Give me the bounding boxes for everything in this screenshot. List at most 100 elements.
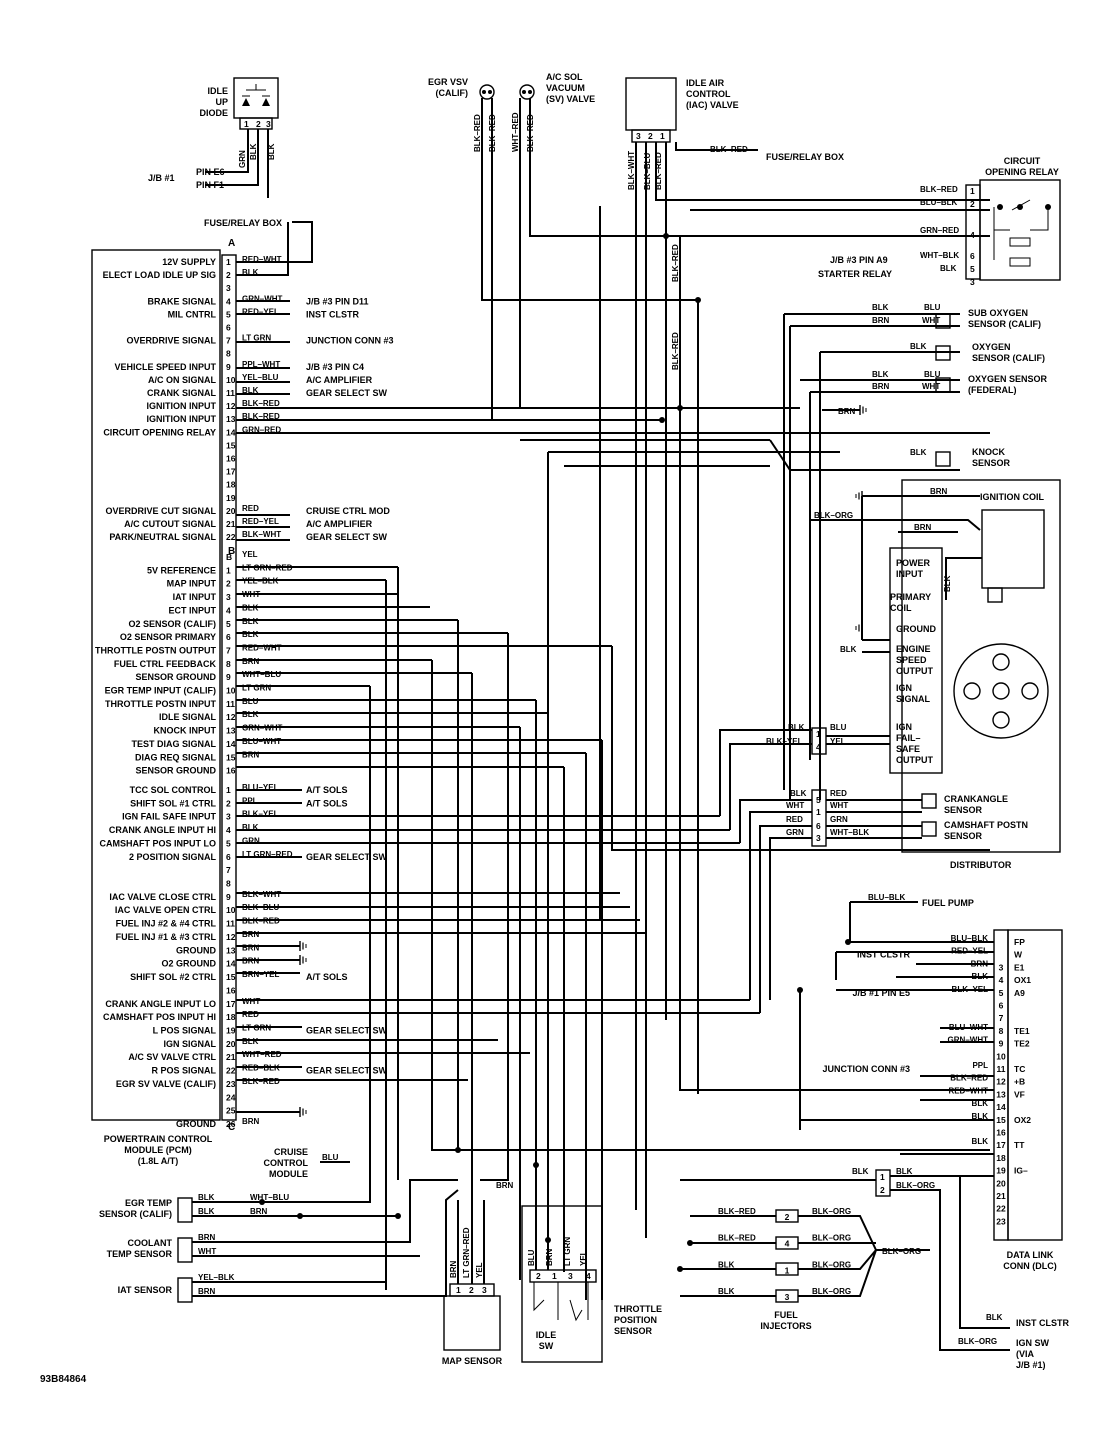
figure-id: 93B84864 — [40, 1374, 87, 1385]
pcm-wire-color: BLK — [242, 823, 259, 832]
svg-text:DIODE: DIODE — [199, 108, 228, 118]
svg-text:CONTROL: CONTROL — [686, 89, 731, 99]
pcm-signal-label: PARK/NEUTRAL SIGNAL — [109, 532, 216, 542]
svg-text:BLK: BLK — [940, 264, 957, 273]
iac-label: IDLE AIR CONTROL (IAC) VALVE 3 2 1 BLK–W… — [627, 78, 844, 370]
pcm-wire-color: RED–YEL — [242, 307, 279, 316]
pcm-pin-number: 10 — [226, 375, 236, 385]
pcm-pin-number: 7 — [226, 645, 231, 655]
junction-dot — [845, 939, 851, 945]
svg-text:INJECTORS: INJECTORS — [760, 1321, 811, 1331]
dlc-terminal: OX1 — [1014, 975, 1031, 985]
pcm-signal-label: FUEL CTRL FEEDBACK — [114, 659, 217, 669]
pcm-pin-number: 10 — [226, 905, 236, 915]
pcm-signal-label: IGNITION INPUT — [147, 401, 217, 411]
pcm-signal-label: SHIFT SOL #1 CTRL — [130, 798, 216, 808]
pcm-wire-color: LT GRN — [242, 334, 271, 343]
dlc-pin-number: 10 — [996, 1051, 1006, 1061]
pcm-pin-number: 7 — [226, 865, 231, 875]
svg-text:STARTER RELAY: STARTER RELAY — [818, 269, 892, 279]
svg-text:BLK: BLK — [249, 143, 258, 160]
dlc-terminal: OX2 — [1014, 1115, 1031, 1125]
svg-text:3: 3 — [568, 1271, 573, 1281]
dlc-pin-number: 12 — [996, 1077, 1006, 1087]
dlc-terminal: A9 — [1014, 988, 1025, 998]
pcm-pin-number: 11 — [226, 919, 235, 929]
pcm-wire-color: LT GRN–RED — [242, 850, 293, 859]
pcm-pin-number: 6 — [226, 323, 231, 333]
junction-dot — [455, 1147, 461, 1153]
injector-right-wire: BLK–ORG — [812, 1260, 851, 1269]
pcm-wire-color: BRN — [242, 930, 260, 939]
svg-text:YEL: YEL — [830, 737, 846, 746]
pcm-pin-number: 12 — [226, 401, 236, 411]
pcm-pin-number: 19 — [226, 1025, 236, 1035]
svg-text:J/B #3 PIN A9: J/B #3 PIN A9 — [830, 255, 888, 265]
dlc-pin-number: 5 — [999, 988, 1004, 998]
dlc-terminal: TT — [1014, 1140, 1025, 1150]
pcm-signal-label: EGR SV VALVE (CALIF) — [116, 1079, 216, 1089]
dlc-pin-number: 6 — [999, 1001, 1004, 1011]
pcm-wire-color: RED–BLK — [242, 1064, 280, 1073]
iat-labels: IAT SENSOR YEL–BLK BRN — [118, 1273, 235, 1296]
svg-text:INPUT: INPUT — [896, 569, 924, 579]
pcm-wire-color: WHT–RED — [242, 1050, 282, 1059]
svg-text:COOLANT: COOLANT — [128, 1238, 173, 1248]
dlc-pin-number: 16 — [996, 1128, 1006, 1138]
pcm-pin-number: 14 — [226, 739, 236, 749]
pcm-pin-number: B — [226, 552, 232, 562]
svg-text:IGNITION COIL: IGNITION COIL — [980, 492, 1045, 502]
pcm-signal-label: L POS SIGNAL — [153, 1025, 217, 1035]
svg-text:GROUND: GROUND — [896, 624, 936, 634]
svg-text:BLK: BLK — [910, 448, 927, 457]
pcm-pin-number: 9 — [226, 892, 231, 902]
pcm-signal-label: FUEL INJ #2 & #4 CTRL — [116, 919, 217, 929]
svg-text:GRN: GRN — [786, 828, 804, 837]
pcm-pin-number: 19 — [226, 493, 236, 503]
svg-text:BRN: BRN — [198, 1233, 216, 1242]
pcm-wire-color: BLK — [242, 386, 259, 395]
svg-text:VACUUM: VACUUM — [546, 83, 585, 93]
dlc-wire-color: BLU–WHT — [949, 1023, 988, 1032]
svg-text:1: 1 — [816, 807, 821, 817]
svg-text:3: 3 — [266, 119, 271, 129]
svg-text:IDLE: IDLE — [536, 1330, 557, 1340]
dlc-pin-number: 22 — [996, 1204, 1006, 1214]
pcm-wire-destination: GEAR SELECT SW — [306, 1025, 388, 1035]
svg-text:YEL: YEL — [475, 1262, 484, 1278]
pcm-pin-number: 1 — [226, 565, 231, 575]
pcm-wire-destination: J/B #3 PIN D11 — [306, 296, 369, 306]
pcm-wire-color: GRN–RED — [242, 425, 281, 434]
svg-text:CRUISE: CRUISE — [274, 1147, 308, 1157]
injector-pin-number: 2 — [785, 1212, 790, 1222]
pcm-wire-destination: CRUISE CTRL MOD — [306, 506, 390, 516]
injector-pin-number: 4 — [785, 1239, 790, 1249]
pcm-signal-label: FUEL INJ #1 & #3 CTRL — [116, 932, 217, 942]
dlc-wire-color: BLK — [972, 1099, 989, 1108]
svg-text:BLK: BLK — [198, 1207, 215, 1216]
svg-text:BRN: BRN — [496, 1181, 514, 1190]
pcm-pin-number: 4 — [226, 605, 231, 615]
circuit-relay-labels: CIRCUIT OPENING RELAY 1 2 4 6 5 3 BLK–RE… — [818, 156, 1059, 287]
ign-coil-labels: IGNITION COIL BRN BLK–ORG BRN BLK — [814, 487, 1045, 592]
pcm-signal-label: CRANK ANGLE INPUT HI — [109, 825, 216, 835]
pcm-wire-destination: A/T SOLS — [306, 798, 348, 808]
injector-labels: BLK–ORG FUEL INJECTORS — [760, 1247, 921, 1331]
pcm-signal-label: THROTTLE POSTN INPUT — [105, 699, 216, 709]
pcm-signal-label: IAC VALVE CLOSE CTRL — [109, 892, 216, 902]
pcm-pin-number: 21 — [226, 519, 236, 529]
dlc-pin-number: 19 — [996, 1166, 1006, 1176]
map-labels: MAP SENSOR 1 2 3 BRN LT GRN–RED YEL BRN — [442, 1181, 514, 1366]
svg-text:BLK–YEL: BLK–YEL — [766, 737, 803, 746]
svg-text:FUSE/RELAY BOX: FUSE/RELAY BOX — [766, 152, 844, 162]
svg-text:3: 3 — [482, 1285, 487, 1295]
pcm-signal-label: R POS SIGNAL — [151, 1066, 216, 1076]
svg-text:BLU–BLK: BLU–BLK — [920, 198, 958, 207]
svg-text:A/C SOL: A/C SOL — [546, 72, 583, 82]
pcm-wire-color: BRN–YEL — [242, 970, 279, 979]
svg-text:DATA LINK: DATA LINK — [1007, 1250, 1054, 1260]
svg-text:(FEDERAL): (FEDERAL) — [968, 385, 1017, 395]
